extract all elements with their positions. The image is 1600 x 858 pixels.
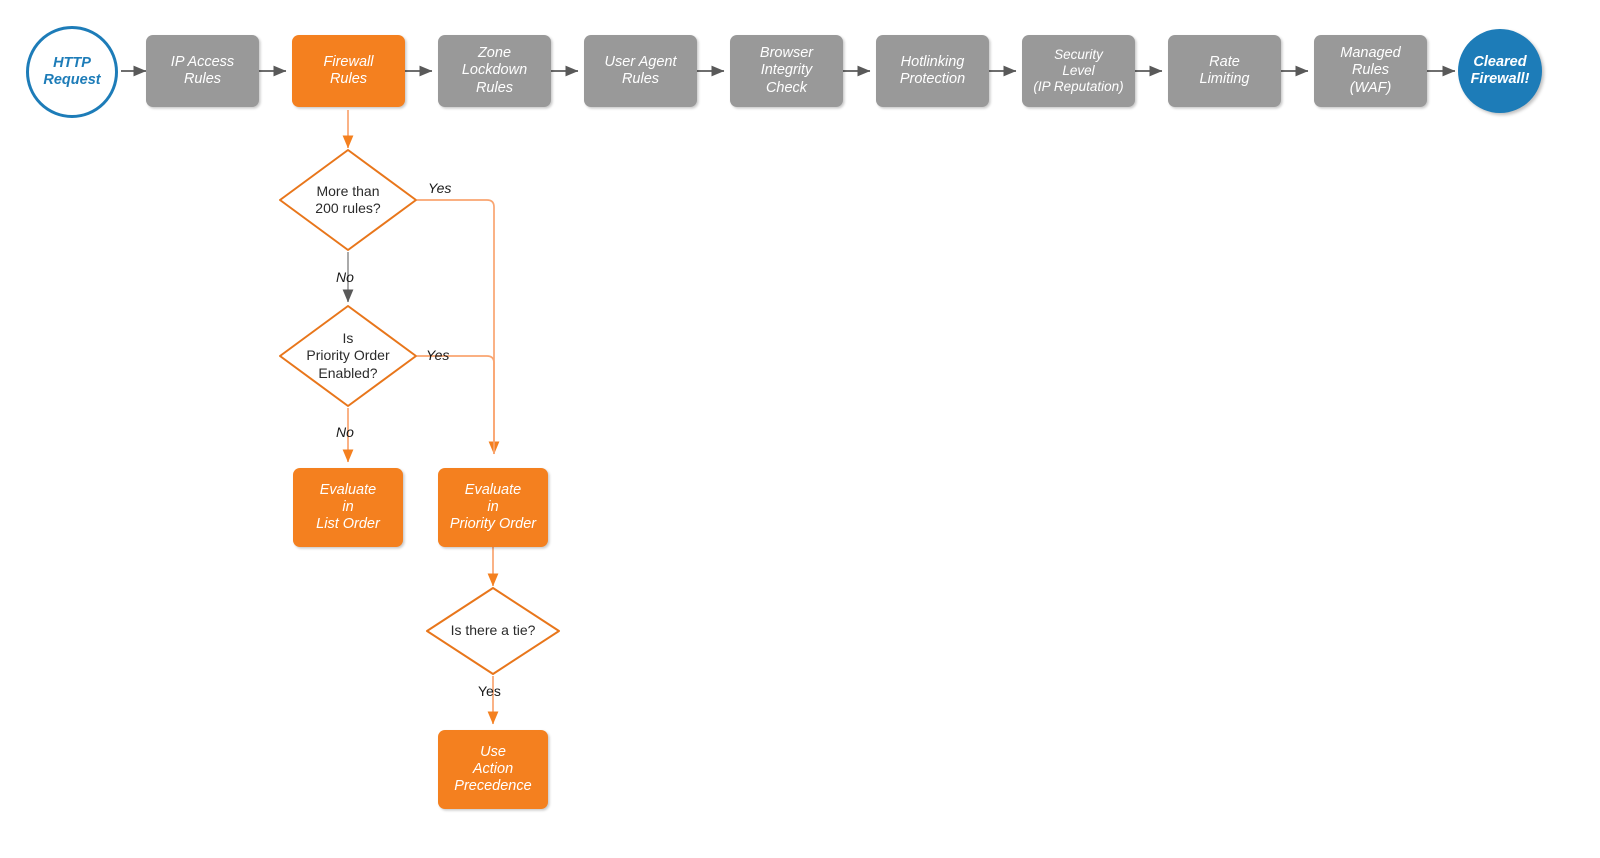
node-use-action-precedence[interactable]: Use Action Precedence bbox=[438, 730, 548, 809]
edge-label-no-more-than-200: No bbox=[336, 269, 354, 285]
decision-label: Is Priority Order Enabled? bbox=[306, 329, 390, 381]
node-evaluate-in-list-order[interactable]: Evaluate in List Order bbox=[293, 468, 403, 547]
edge-label-yes-tie: Yes bbox=[478, 683, 501, 699]
edge-decision-200-yes bbox=[417, 199, 500, 455]
node-zone-lockdown-rules[interactable]: Zone Lockdown Rules bbox=[438, 35, 551, 107]
node-http-request[interactable]: HTTP Request bbox=[26, 26, 118, 118]
node-cleared-firewall[interactable]: Cleared Firewall! bbox=[1458, 29, 1542, 113]
decision-is-there-a-tie[interactable]: Is there a tie? bbox=[425, 586, 561, 676]
edge-label-yes-priority-enabled: Yes bbox=[426, 347, 450, 363]
edge-label-yes-more-than-200: Yes bbox=[428, 180, 452, 196]
node-evaluate-in-priority-order[interactable]: Evaluate in Priority Order bbox=[438, 468, 548, 547]
node-browser-integrity-check[interactable]: Browser Integrity Check bbox=[730, 35, 843, 107]
node-hotlinking-protection[interactable]: Hotlinking Protection bbox=[876, 35, 989, 107]
decision-label: More than 200 rules? bbox=[315, 182, 381, 217]
node-rate-limiting[interactable]: Rate Limiting bbox=[1168, 35, 1281, 107]
edge-decision-priority-yes bbox=[417, 355, 495, 454]
node-firewall-rules[interactable]: Firewall Rules bbox=[292, 35, 405, 107]
edge-label-no-priority-enabled: No bbox=[336, 424, 354, 440]
decision-label: Is there a tie? bbox=[450, 622, 536, 639]
decision-priority-order-enabled[interactable]: Is Priority Order Enabled? bbox=[278, 304, 418, 408]
node-managed-rules-waf[interactable]: Managed Rules (WAF) bbox=[1314, 35, 1427, 107]
node-ip-access-rules[interactable]: IP Access Rules bbox=[146, 35, 259, 107]
node-user-agent-rules[interactable]: User Agent Rules bbox=[584, 35, 697, 107]
decision-more-than-200-rules[interactable]: More than 200 rules? bbox=[278, 148, 418, 252]
node-security-level[interactable]: Security Level (IP Reputation) bbox=[1022, 35, 1135, 107]
